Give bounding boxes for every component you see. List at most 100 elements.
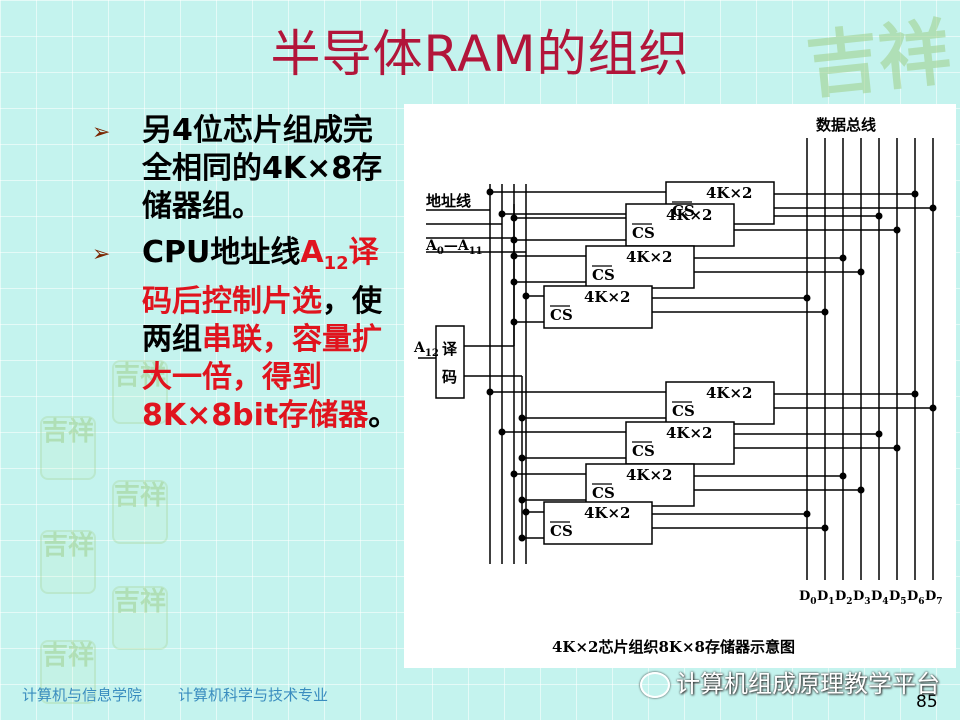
junction-dot (893, 444, 901, 452)
junction-dot (518, 414, 526, 422)
bullet-arrow-icon: ➢ (92, 120, 111, 145)
chip-capacity-label: 4K×2 (626, 248, 672, 266)
bullet-fragment: ，使两组 (142, 284, 382, 357)
junction-dot (518, 454, 526, 462)
page-title: 半导体RAM的组织 (270, 25, 690, 83)
memory-chip (543, 285, 653, 329)
chip-capacity-label: 4K×2 (666, 424, 712, 442)
junction-dot (929, 204, 937, 212)
chip-capacity-label: 4K×2 (626, 466, 672, 484)
data-line-label: D1 (817, 589, 835, 607)
junction-dot (857, 486, 865, 494)
footer-school: 计算机与信息学院 (22, 686, 143, 704)
brand-text: 计算机组成原理教学平台 (676, 670, 940, 698)
data-bus-label: 数据总线 (816, 116, 876, 134)
page-number: 85 (916, 692, 938, 712)
wechat-icon (640, 672, 670, 698)
chip-cs-label: CS (592, 484, 615, 502)
data-line-label: D5 (889, 589, 907, 607)
junction-dot (510, 236, 518, 244)
junction-dot (486, 188, 494, 196)
junction-dot (522, 292, 530, 300)
memory-chip (625, 203, 735, 247)
junction-dot (518, 496, 526, 504)
bullet-fragment: CPU地址线 (142, 235, 301, 270)
address-range-label: A0—A11 (425, 238, 483, 257)
chip-cs-label: CS (592, 266, 615, 284)
junction-dot (803, 510, 811, 518)
brand-badge: 计算机组成原理教学平台 (640, 664, 940, 699)
junction-dot (510, 214, 518, 222)
diagram-svg: 译码CS4K×2CS4K×2CS4K×2CS4K×2CS4K×2CS4K×2CS… (413, 116, 943, 656)
data-line-label: D7 (925, 589, 943, 607)
chip-cs-label: CS (632, 224, 655, 242)
a12-label: A12 (413, 340, 439, 359)
junction-dot (522, 508, 530, 516)
watermark-stamp: 吉祥 (112, 586, 168, 650)
data-line-label: D4 (871, 589, 889, 607)
chip-capacity-label: 4K×2 (706, 184, 752, 202)
junction-dot (498, 210, 506, 218)
junction-dot (821, 308, 829, 316)
decoder-label: 译 (442, 340, 458, 358)
diagram-caption: 4K×2芯片组织8K×8存储器示意图 (552, 638, 795, 656)
bullet-list: ➢ 另4位芯片组成完全相同的4K×8存储器组。 ➢ CPU地址线A12译码后控制… (92, 112, 402, 443)
junction-dot (839, 254, 847, 262)
memory-chip (665, 381, 775, 425)
chip-cs-label: CS (550, 522, 573, 540)
watermark-stamp: 吉祥 (112, 360, 168, 424)
junction-dot (929, 404, 937, 412)
junction-dot (510, 318, 518, 326)
junction-dot (803, 294, 811, 302)
junction-dot (821, 524, 829, 532)
bullet-fragment: 8K×8bit存储器 (142, 398, 369, 433)
data-line-label: D2 (835, 589, 853, 607)
junction-dot (857, 268, 865, 276)
bullet-fragment: A (300, 235, 324, 270)
memory-chip (625, 421, 735, 465)
junction-dot (875, 212, 883, 220)
watermark-stamp: 吉祥 (40, 530, 96, 594)
chip-cs-label: CS (632, 442, 655, 460)
chip-cs-label: CS (550, 306, 573, 324)
decoder-label: 码 (442, 368, 457, 386)
footer-major: 计算机科学与技术专业 (178, 686, 329, 704)
junction-dot (510, 278, 518, 286)
junction-dot (498, 428, 506, 436)
bullet-fragment: 12 (323, 253, 349, 274)
junction-dot (911, 190, 919, 198)
junction-dot (510, 252, 518, 260)
junction-dot (839, 472, 847, 480)
junction-dot (510, 470, 518, 478)
bullet-text: 另4位芯片组成完全相同的4K×8存储器组。 (142, 113, 383, 224)
bullet-text: CPU地址线A12译码后控制片选，使两组串联，容量扩大一倍，得到8K×8bit存… (142, 235, 398, 433)
junction-dot (518, 534, 526, 542)
bullet-fragment: ，容量扩大一倍，得到 (142, 322, 382, 395)
junction-dot (911, 390, 919, 398)
data-line-label: D0 (799, 589, 817, 607)
bullet-item-2: ➢ CPU地址线A12译码后控制片选，使两组串联，容量扩大一倍，得到8K×8bi… (92, 234, 402, 435)
chip-capacity-label: 4K×2 (666, 206, 712, 224)
bullet-fragment: 译码后控制片选 (142, 235, 379, 319)
chip-cs-label: CS (672, 402, 695, 420)
chip-capacity-label: 4K×2 (706, 384, 752, 402)
memory-chip (585, 463, 695, 507)
chip-capacity-label: 4K×2 (584, 504, 630, 522)
data-line-label: D3 (853, 589, 871, 607)
watermark-stamp: 吉祥 (40, 416, 96, 480)
decoder-box (435, 325, 465, 399)
bullet-arrow-icon: ➢ (92, 242, 111, 267)
junction-dot (893, 226, 901, 234)
bullet-item-1: ➢ 另4位芯片组成完全相同的4K×8存储器组。 (92, 112, 402, 226)
bullet-fragment: 串联 (202, 322, 262, 357)
watermark-stamp: 吉祥 (112, 480, 168, 544)
watermark-stamp: 吉祥 (40, 640, 96, 704)
memory-chip (543, 501, 653, 545)
chip-cs-label: CS (672, 202, 695, 220)
junction-dot (486, 388, 494, 396)
data-line-label: D6 (907, 589, 925, 607)
junction-dot (875, 430, 883, 438)
address-label: 地址线 (426, 192, 471, 210)
chip-capacity-label: 4K×2 (584, 288, 630, 306)
